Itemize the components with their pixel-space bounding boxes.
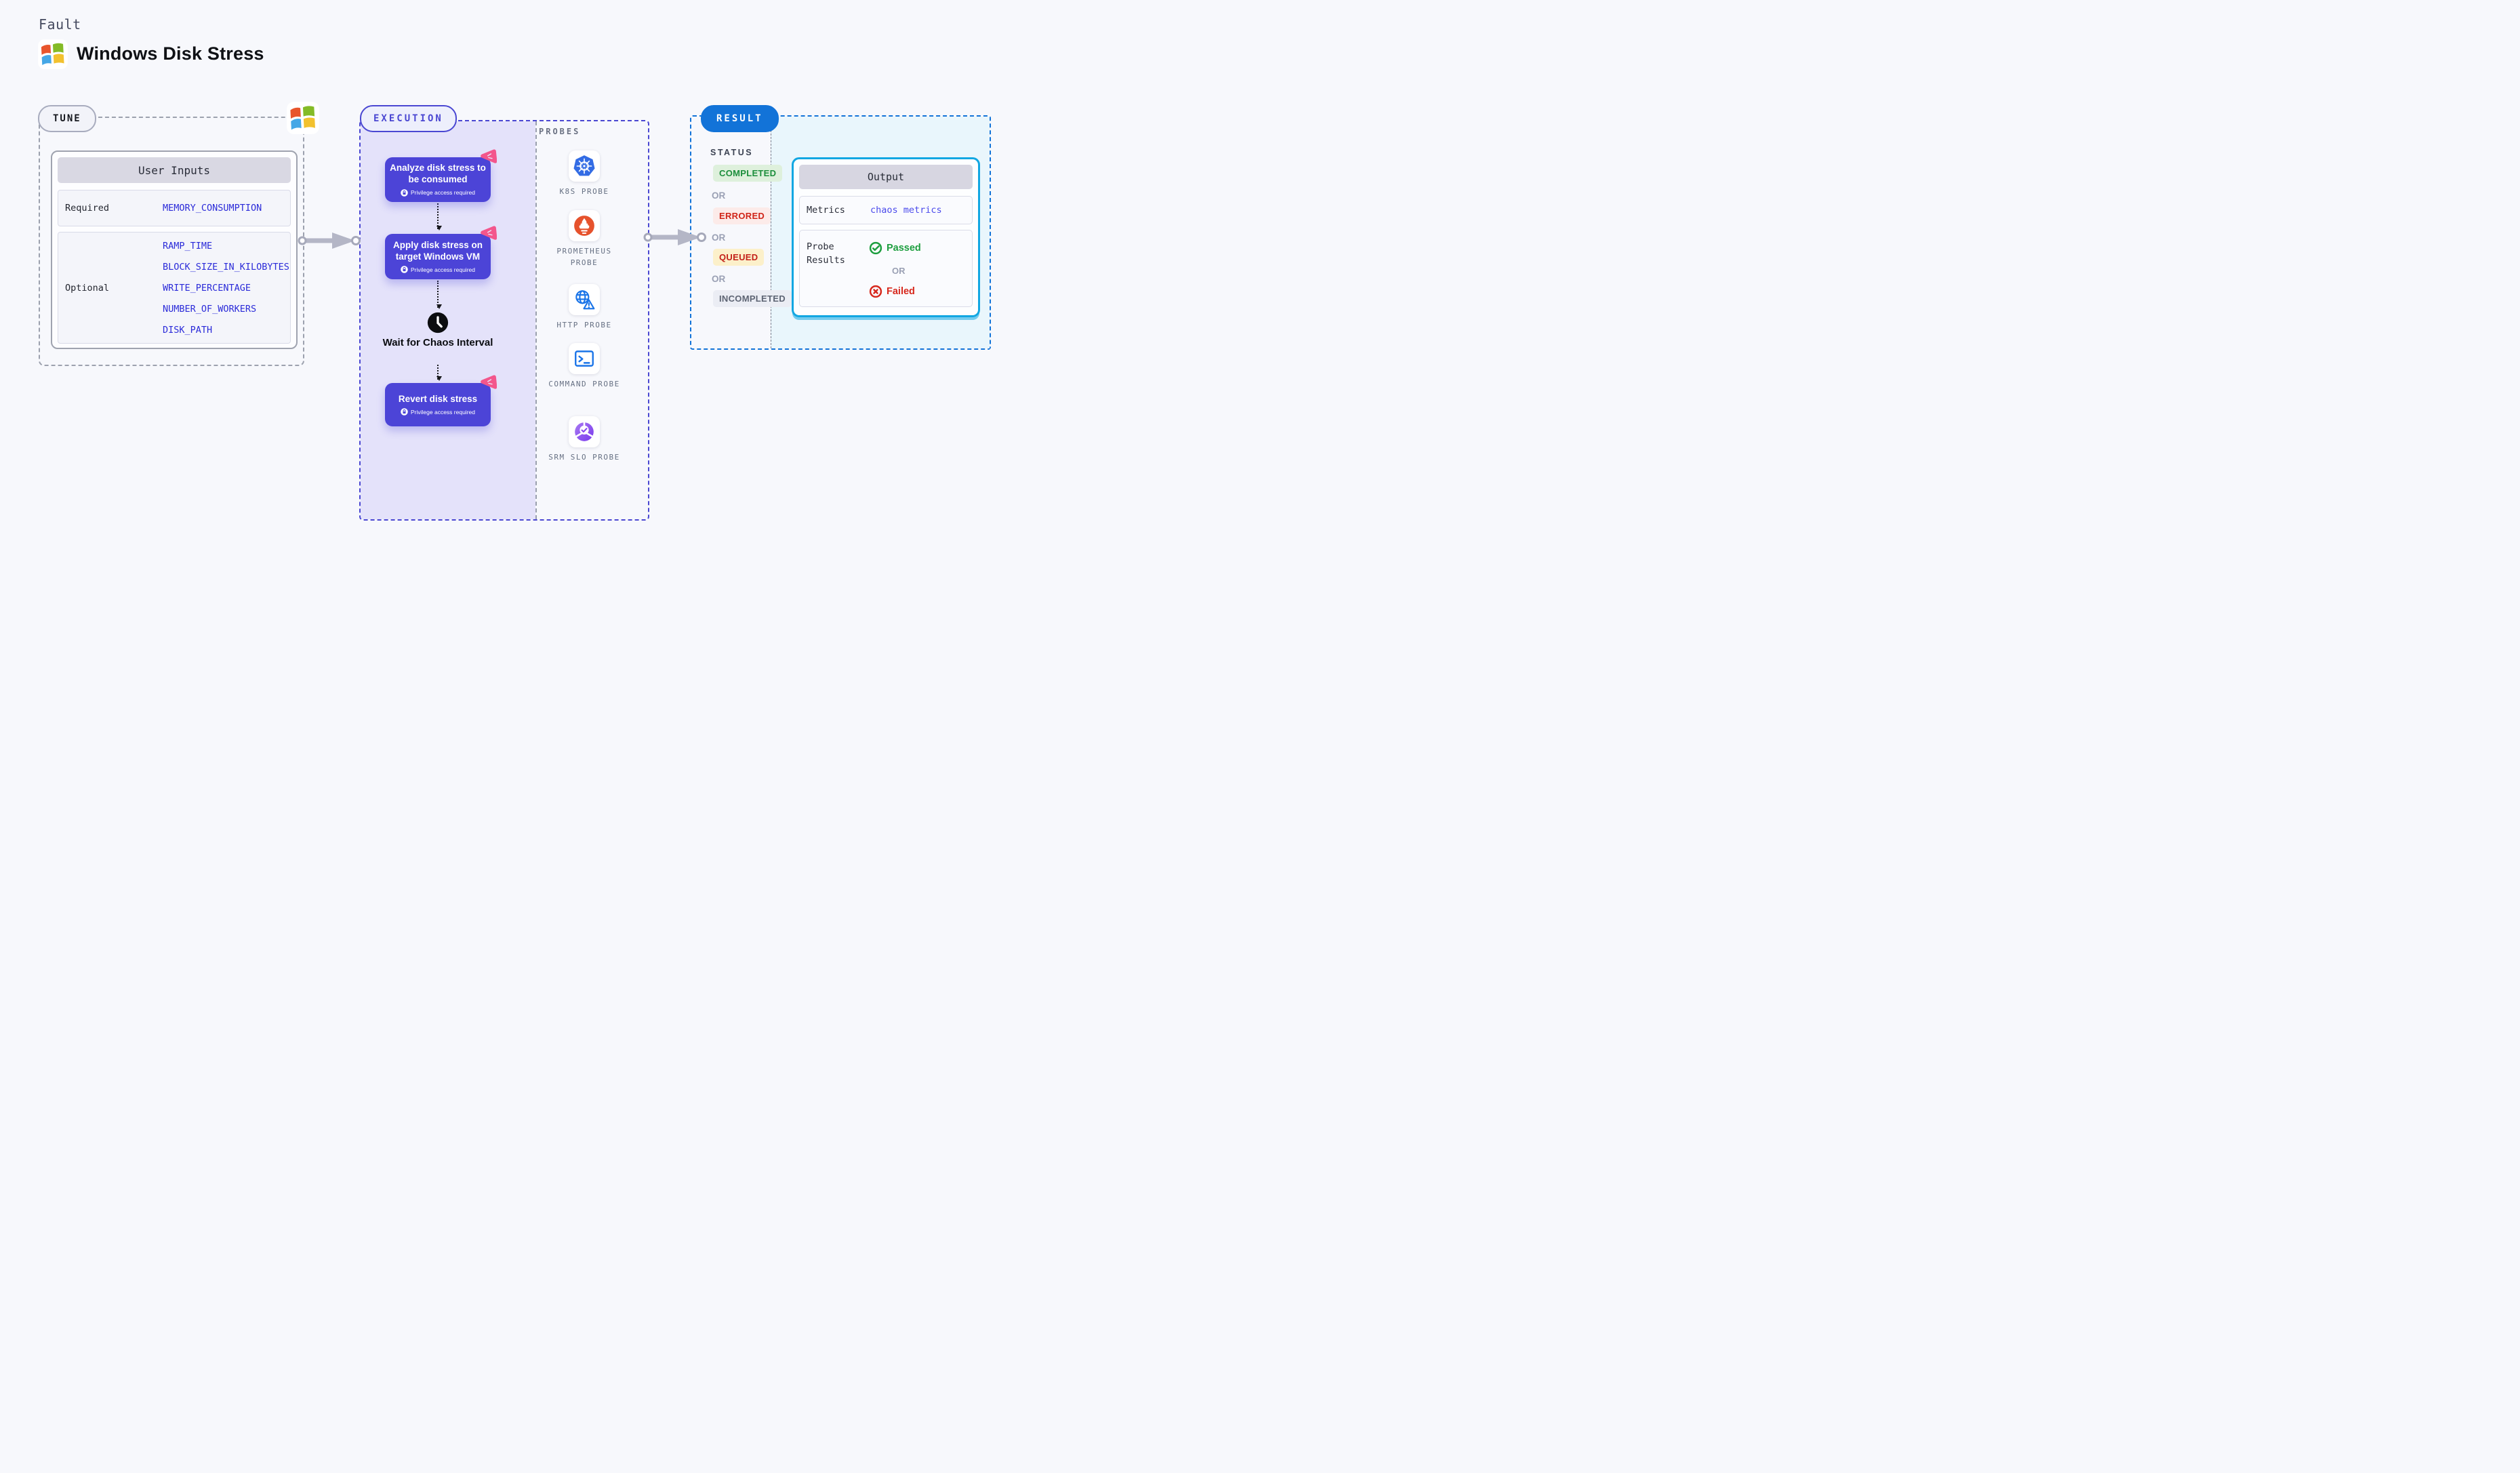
step-title: Revert disk stress bbox=[398, 393, 478, 404]
execution-pill: EXECUTION bbox=[360, 105, 457, 132]
privilege-badge: Privilege access required bbox=[401, 189, 475, 197]
metrics-value: chaos metrics bbox=[870, 205, 942, 216]
tune-pill: TUNE bbox=[38, 105, 96, 132]
prometheus-icon bbox=[569, 210, 600, 241]
probes-divider bbox=[535, 121, 537, 519]
passed-label: Passed bbox=[887, 243, 921, 254]
optional-input-value: BLOCK_SIZE_IN_KILOBYTES bbox=[163, 261, 289, 273]
optional-input-value: RAMP_TIME bbox=[163, 240, 213, 251]
optional-inputs-row: Optional RAMP_TIME BLOCK_SIZE_IN_KILOBYT… bbox=[58, 232, 291, 344]
http-globe-warning-icon bbox=[569, 284, 600, 315]
flow-arrow-1 bbox=[436, 203, 442, 230]
fault-diagram: Fault Windows Disk Stress TUNE User Inpu… bbox=[0, 0, 1049, 613]
status-badge-completed: COMPLETED bbox=[713, 165, 783, 182]
probe-k8s: K8S PROBE bbox=[530, 150, 638, 198]
lock-icon bbox=[401, 408, 408, 416]
output-title: Output bbox=[799, 165, 973, 189]
probe-name: PROMETHEUS PROBE bbox=[556, 247, 612, 267]
probe-results-row: Probe Results Passed OR Failed bbox=[799, 230, 973, 307]
status-badge-incompleted: INCOMPLETED bbox=[713, 290, 792, 307]
privilege-badge: Privilege access required bbox=[401, 266, 475, 273]
optional-input-list: RAMP_TIME BLOCK_SIZE_IN_KILOBYTES WRITE_… bbox=[163, 233, 289, 343]
wait-for-chaos-interval-label: Wait for Chaos Interval bbox=[382, 337, 493, 348]
or-label: OR bbox=[892, 266, 906, 276]
or-label: OR bbox=[712, 190, 726, 201]
required-input-value: MEMORY_CONSUMPTION bbox=[163, 203, 262, 214]
probe-command: COMMAND PROBE bbox=[530, 343, 638, 390]
optional-input-value: WRITE_PERCENTAGE bbox=[163, 282, 251, 294]
probe-srm-slo: SRM SLO PROBE bbox=[530, 416, 638, 464]
user-inputs-title: User Inputs bbox=[58, 157, 291, 183]
kubernetes-icon bbox=[569, 150, 600, 182]
probe-result-failed: Failed bbox=[869, 285, 915, 298]
probe-prometheus: PROMETHEUS PROBE bbox=[530, 210, 638, 268]
metrics-label: Metrics bbox=[807, 204, 845, 216]
user-inputs-card: User Inputs Required MEMORY_CONSUMPTION … bbox=[51, 150, 298, 349]
privilege-label: Privilege access required bbox=[411, 408, 475, 416]
windows-logo-icon bbox=[37, 39, 68, 70]
check-circle-icon bbox=[869, 241, 882, 255]
tune-to-execution-arrow bbox=[297, 231, 363, 250]
probe-http: HTTP PROBE bbox=[530, 284, 638, 331]
step-title: Analyze disk stress to be consumed bbox=[390, 163, 486, 184]
slo-donut-check-icon bbox=[569, 416, 600, 447]
flow-arrow-2 bbox=[436, 281, 442, 309]
chaos-flag-icon bbox=[480, 226, 497, 243]
failed-label: Failed bbox=[887, 286, 915, 297]
optional-input-value: NUMBER_OF_WORKERS bbox=[163, 303, 257, 315]
wait-clock-icon bbox=[426, 311, 449, 334]
metrics-row: Metrics chaos metrics bbox=[799, 196, 973, 224]
terminal-icon bbox=[569, 343, 600, 374]
privilege-label: Privilege access required bbox=[411, 266, 475, 273]
execution-to-result-arrow bbox=[643, 228, 709, 247]
chaos-flag-icon bbox=[480, 149, 497, 166]
lock-icon bbox=[401, 189, 408, 197]
x-circle-icon bbox=[869, 285, 882, 298]
status-label: STATUS bbox=[710, 148, 754, 157]
flow-arrow-3 bbox=[436, 365, 442, 381]
required-label: Required bbox=[65, 203, 110, 214]
privilege-badge: Privilege access required bbox=[401, 408, 475, 416]
privilege-label: Privilege access required bbox=[411, 189, 475, 197]
probes-label: PROBES bbox=[539, 127, 581, 136]
fault-category-label: Fault bbox=[39, 16, 81, 33]
or-label: OR bbox=[712, 274, 726, 284]
windows-logo-icon-small bbox=[286, 101, 320, 135]
probe-name: K8S PROBE bbox=[559, 187, 609, 196]
probe-name: COMMAND PROBE bbox=[548, 380, 620, 388]
result-pill: RESULT bbox=[701, 105, 779, 132]
chaos-flag-icon bbox=[480, 375, 497, 392]
step-title: Apply disk stress on target Windows VM bbox=[392, 239, 483, 262]
status-badge-errored: ERRORED bbox=[713, 207, 771, 224]
or-label: OR bbox=[712, 233, 726, 243]
lock-icon bbox=[401, 266, 408, 273]
probe-name: HTTP PROBE bbox=[556, 321, 612, 329]
optional-input-value: DISK_PATH bbox=[163, 324, 213, 336]
probe-name: SRM SLO PROBE bbox=[548, 453, 620, 462]
optional-label: Optional bbox=[65, 282, 110, 294]
output-card: Output Metrics chaos metrics Probe Resul… bbox=[792, 157, 980, 317]
step-revert-disk-stress: Revert disk stress Privilege access requ… bbox=[385, 383, 491, 426]
required-inputs-row: Required MEMORY_CONSUMPTION bbox=[58, 190, 291, 226]
status-badge-queued: QUEUED bbox=[713, 249, 765, 266]
probe-results-label: Probe Results bbox=[807, 241, 845, 266]
step-apply-disk-stress: Apply disk stress on target Windows VM P… bbox=[385, 234, 491, 279]
fault-title: Windows Disk Stress bbox=[77, 43, 264, 64]
probe-result-passed: Passed bbox=[869, 241, 921, 255]
step-analyze-disk-stress: Analyze disk stress to be consumed Privi… bbox=[385, 157, 491, 202]
